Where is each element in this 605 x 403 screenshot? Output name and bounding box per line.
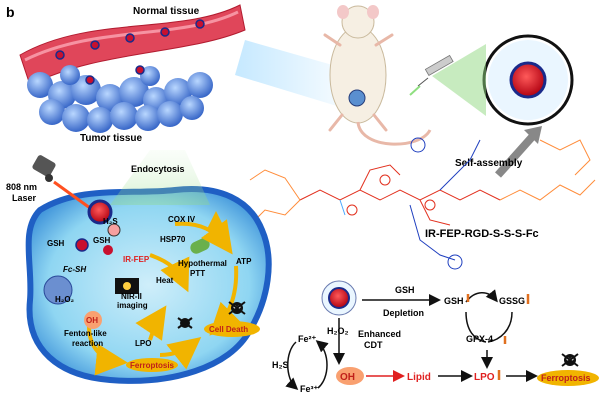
fenton-label: Fenton-like reaction bbox=[64, 329, 109, 348]
zoom-beam bbox=[235, 40, 350, 110]
nir-line-1: NIR-II bbox=[121, 292, 142, 301]
ferroptosis-left-label: Ferroptosis bbox=[130, 361, 175, 370]
mouse-illustration bbox=[323, 5, 432, 146]
enhanced-line-1: Enhanced bbox=[358, 329, 401, 339]
mechanism-nanoparticle bbox=[321, 280, 357, 316]
lpo-right-label: LPO bbox=[474, 372, 495, 383]
atp-label: ATP bbox=[236, 257, 252, 266]
fe3-label: Fe³⁺ bbox=[300, 384, 319, 394]
cox-label: COX IV bbox=[168, 215, 196, 224]
molecule-name: IR-FEP-RGD-S-S-S-Fc bbox=[425, 228, 539, 240]
cell-death-badge: Cell Death bbox=[204, 321, 260, 337]
hypothermal-line-2: PTT bbox=[190, 269, 205, 278]
enhanced-line-2: CDT bbox=[364, 340, 383, 350]
laser-line-1: 808 nm bbox=[6, 182, 37, 192]
nir-label: NIR-II imaging bbox=[117, 292, 148, 310]
gsh-gpx4-arrow bbox=[465, 311, 487, 343]
cell-death-label: Cell Death bbox=[209, 325, 248, 334]
tissue-illustration: Normal tissue Tumor tissue bbox=[19, 4, 246, 144]
skull-icon bbox=[228, 301, 246, 315]
fe2-label: Fe²⁺ bbox=[298, 334, 317, 344]
gsh-arrow-label: GSH bbox=[395, 285, 415, 295]
ferroptosis-left-badge: Ferroptosis bbox=[126, 358, 178, 372]
fe-cycle-left bbox=[285, 341, 299, 391]
laser-device bbox=[32, 155, 91, 210]
tumor-cluster bbox=[27, 65, 213, 133]
gsh-outer-label: GSH bbox=[47, 239, 65, 248]
zoom-cone bbox=[432, 44, 486, 116]
gsh-gssg-arrow bbox=[465, 289, 498, 303]
molecule-structure bbox=[229, 137, 596, 270]
oh-right-label: OH bbox=[340, 372, 355, 383]
laser-label: 808 nm Laser bbox=[6, 182, 40, 203]
skull-icon bbox=[177, 317, 193, 329]
depletion-label: Depletion bbox=[383, 308, 424, 318]
lipid-label: Lipid bbox=[407, 372, 431, 383]
nir-line-2: imaging bbox=[117, 301, 148, 310]
gsh-b-label: GSH bbox=[444, 296, 464, 306]
endocytosis-beam bbox=[110, 150, 210, 205]
fenton-line-2: reaction bbox=[72, 339, 103, 348]
endocytosis-label: Endocytosis bbox=[131, 164, 185, 174]
lpo-left-label: LPO bbox=[135, 339, 151, 348]
nanoparticle-zoom bbox=[482, 34, 574, 126]
self-assembly-label: Self-assembly bbox=[455, 158, 523, 169]
ferroptosis-right-label: Ferroptosis bbox=[541, 373, 591, 383]
self-assembly-arrow bbox=[495, 126, 542, 178]
nucleus bbox=[43, 275, 73, 305]
ferroptosis-right-badge: Ferroptosis bbox=[537, 370, 599, 386]
oh-radical-right: OH bbox=[336, 367, 364, 385]
enhanced-cdt-label: Enhanced CDT bbox=[358, 329, 404, 350]
gssg-gpx4-arrow bbox=[487, 311, 513, 343]
entering-nanoparticle bbox=[43, 199, 210, 305]
hypothermal-label: Hypothermal PTT bbox=[178, 259, 229, 278]
normal-tissue-label: Normal tissue bbox=[133, 6, 200, 17]
syringe-icon bbox=[409, 54, 454, 96]
fc-sh-label: Fc-SH bbox=[63, 265, 86, 274]
gssg-label: GSSG bbox=[499, 296, 525, 306]
heat-label: Heat bbox=[156, 276, 174, 285]
oh-radical-left: OH bbox=[84, 311, 102, 329]
indicator-arrows bbox=[206, 211, 530, 380]
gsh-inner-label: GSH bbox=[93, 236, 111, 245]
oh-left-label: OH bbox=[86, 316, 98, 325]
h2o2-right-label: H₂O₂ bbox=[327, 326, 349, 336]
fenton-line-1: Fenton-like bbox=[64, 329, 107, 338]
skull-icon bbox=[561, 353, 579, 367]
gpx4-label: GPX-4 bbox=[466, 334, 493, 344]
mitochondria-heat bbox=[107, 223, 121, 237]
laser-line-2: Laser bbox=[12, 193, 37, 203]
tumor-tissue-label: Tumor tissue bbox=[80, 133, 142, 144]
h2o2-left-label: H₂O₂ bbox=[55, 295, 75, 304]
hsp70-label: HSP70 bbox=[160, 235, 186, 244]
fe-cycle-right bbox=[315, 340, 329, 389]
h2s-label: H₂S bbox=[103, 217, 118, 226]
panel-label: b bbox=[6, 4, 15, 20]
vessel-nanoparticles bbox=[55, 19, 205, 85]
hypothermal-line-1: Hypothermal bbox=[178, 259, 227, 268]
mouse-tumor-site bbox=[348, 89, 366, 107]
h2s-right-label: H₂S bbox=[272, 360, 289, 370]
ir-fep-label: IR-FEP bbox=[123, 255, 150, 264]
